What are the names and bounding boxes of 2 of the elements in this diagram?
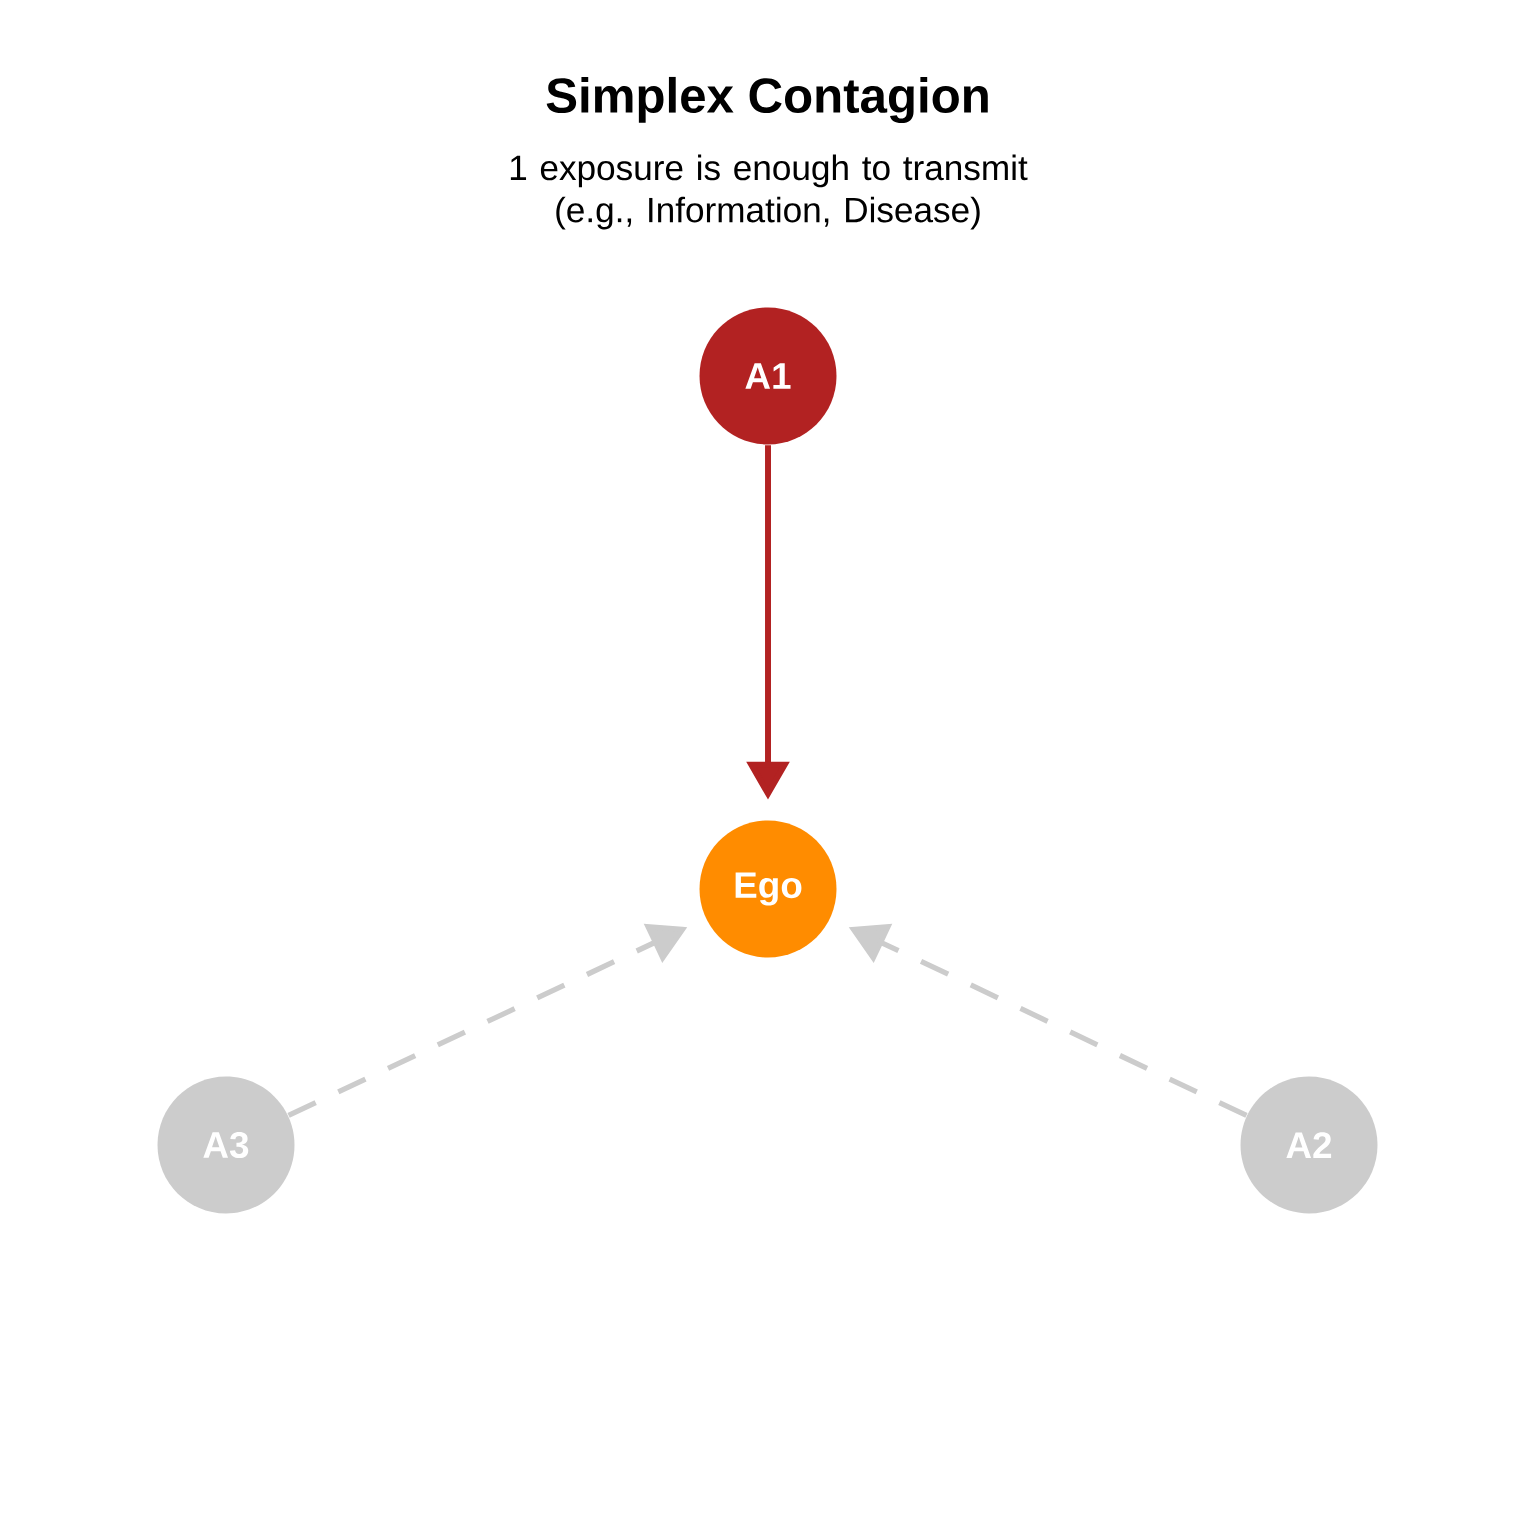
title: Simplex Contagion <box>546 76 988 123</box>
subtitle: 1 exposure is enough to transmit (e.g., Information, Disease) <box>510 154 1028 230</box>
